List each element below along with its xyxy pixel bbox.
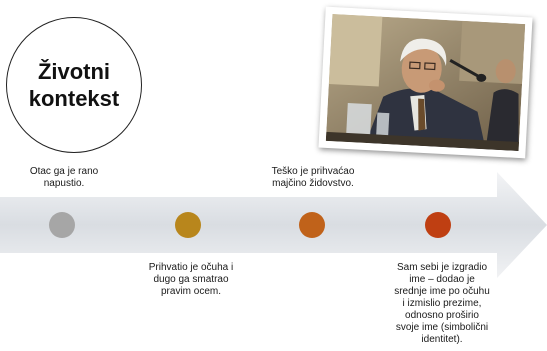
event-label-3: Teško je prihvaćao majčino židovstvo.	[271, 166, 355, 189]
title-line-1: Životni	[37, 59, 111, 84]
timeline-dot-3	[299, 212, 325, 238]
title-circle: Životni kontekst	[6, 17, 142, 153]
portrait-photo	[318, 6, 533, 159]
title-line-2: kontekst	[28, 86, 120, 111]
event-label-4: Sam sebi je izgradio ime – dodao je sred…	[394, 262, 490, 345]
event-label-2: Prihvatio je očuha i dugo ga smatrao pra…	[148, 262, 234, 297]
timeline-dot-4	[425, 212, 451, 238]
timeline-dot-1	[49, 212, 75, 238]
timeline-dot-2	[175, 212, 201, 238]
event-label-1: Otac ga je rano napustio.	[29, 166, 99, 189]
photo-icon	[325, 14, 526, 151]
